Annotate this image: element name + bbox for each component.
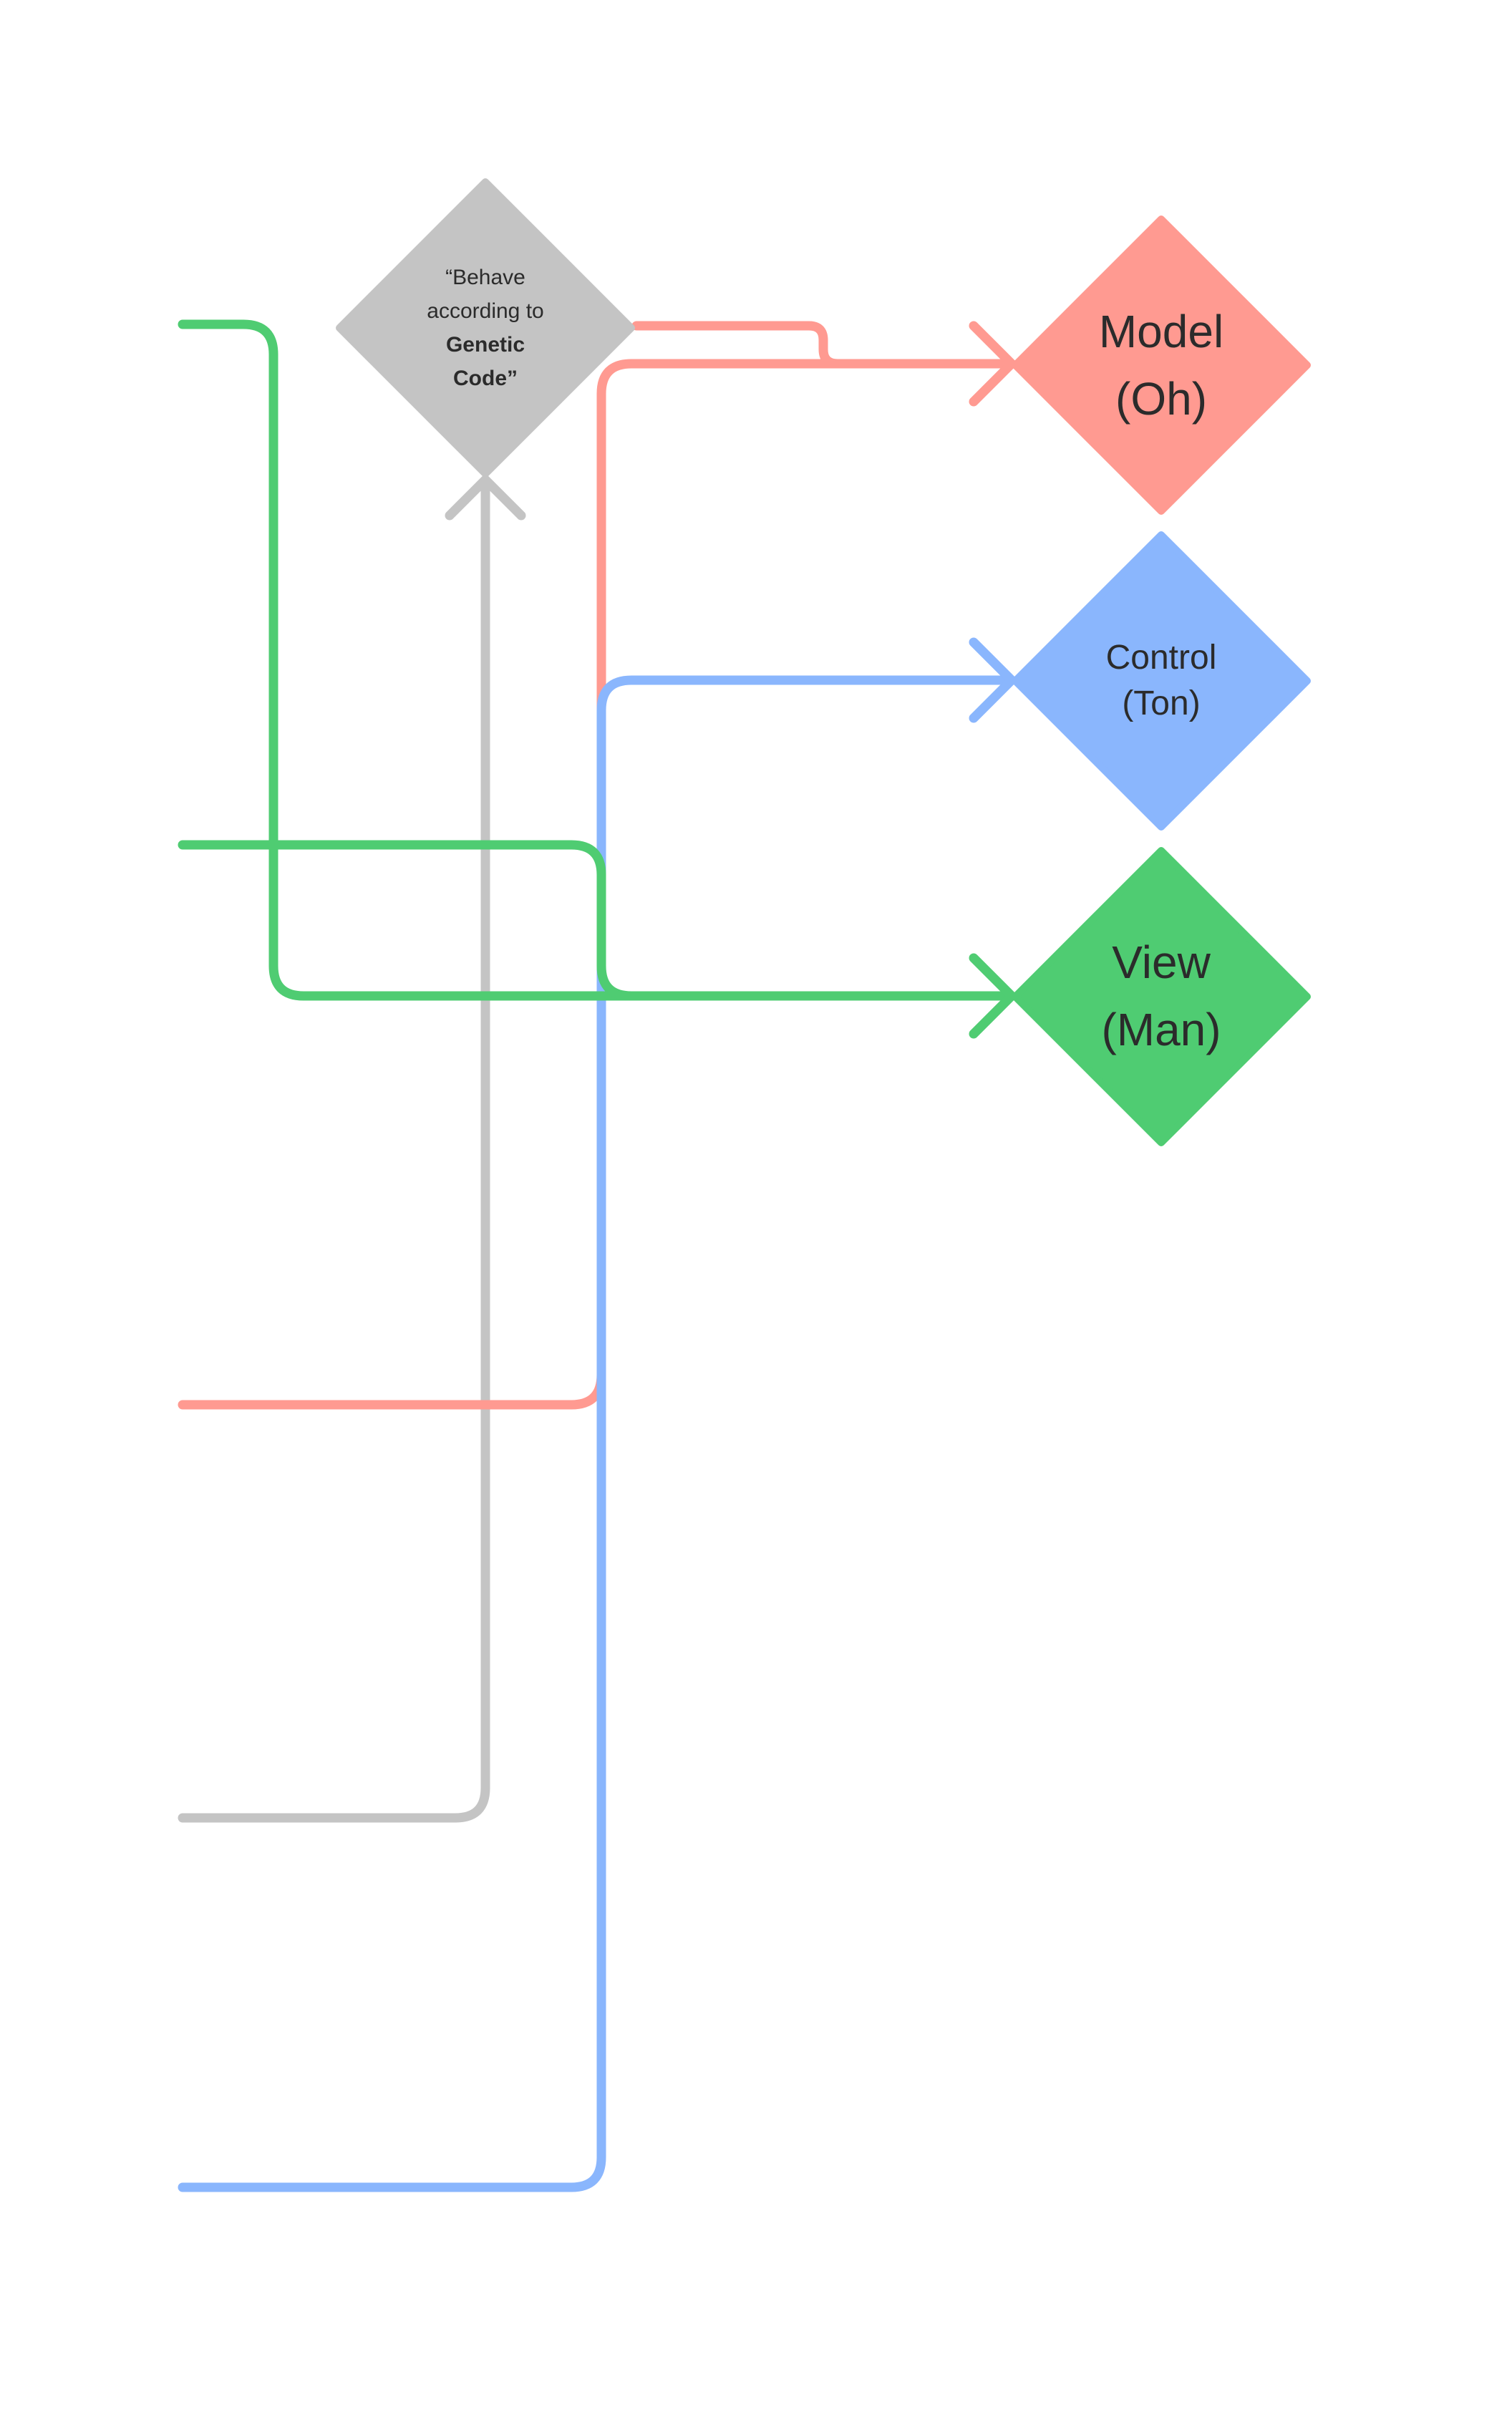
genetic-code-label-line4: Code” [453,367,518,390]
red-arrowhead [969,321,1017,407]
red-connector-input [178,359,1011,1410]
model-diamond [1012,216,1311,515]
model-label-line1: Model [1099,306,1223,357]
gray-connector-input [178,482,490,1823]
green-connector-middle [178,840,1011,1001]
green-connector-top [178,319,1011,1001]
view-label-line1: View [1112,937,1211,988]
gray-arrowhead [445,475,526,521]
genetic-code-label-line3: Genetic [446,333,525,357]
blue-connector-input [178,675,1011,2192]
green-arrowhead [969,953,1017,1039]
genetic-code-label-line1: “Behave [445,266,525,289]
view-diamond [1012,847,1311,1146]
control-diamond [1012,531,1311,831]
control-label-line2: (Ton) [1122,684,1200,722]
red-connector-genetic [631,321,1011,369]
genetic-code-diamond [336,178,635,478]
view-label-line2: (Man) [1101,1004,1221,1055]
blue-arrowhead [969,637,1017,723]
genetic-code-label-line2: according to [427,299,543,323]
model-label-line2: (Oh) [1115,373,1207,425]
control-label-line1: Control [1106,639,1217,677]
